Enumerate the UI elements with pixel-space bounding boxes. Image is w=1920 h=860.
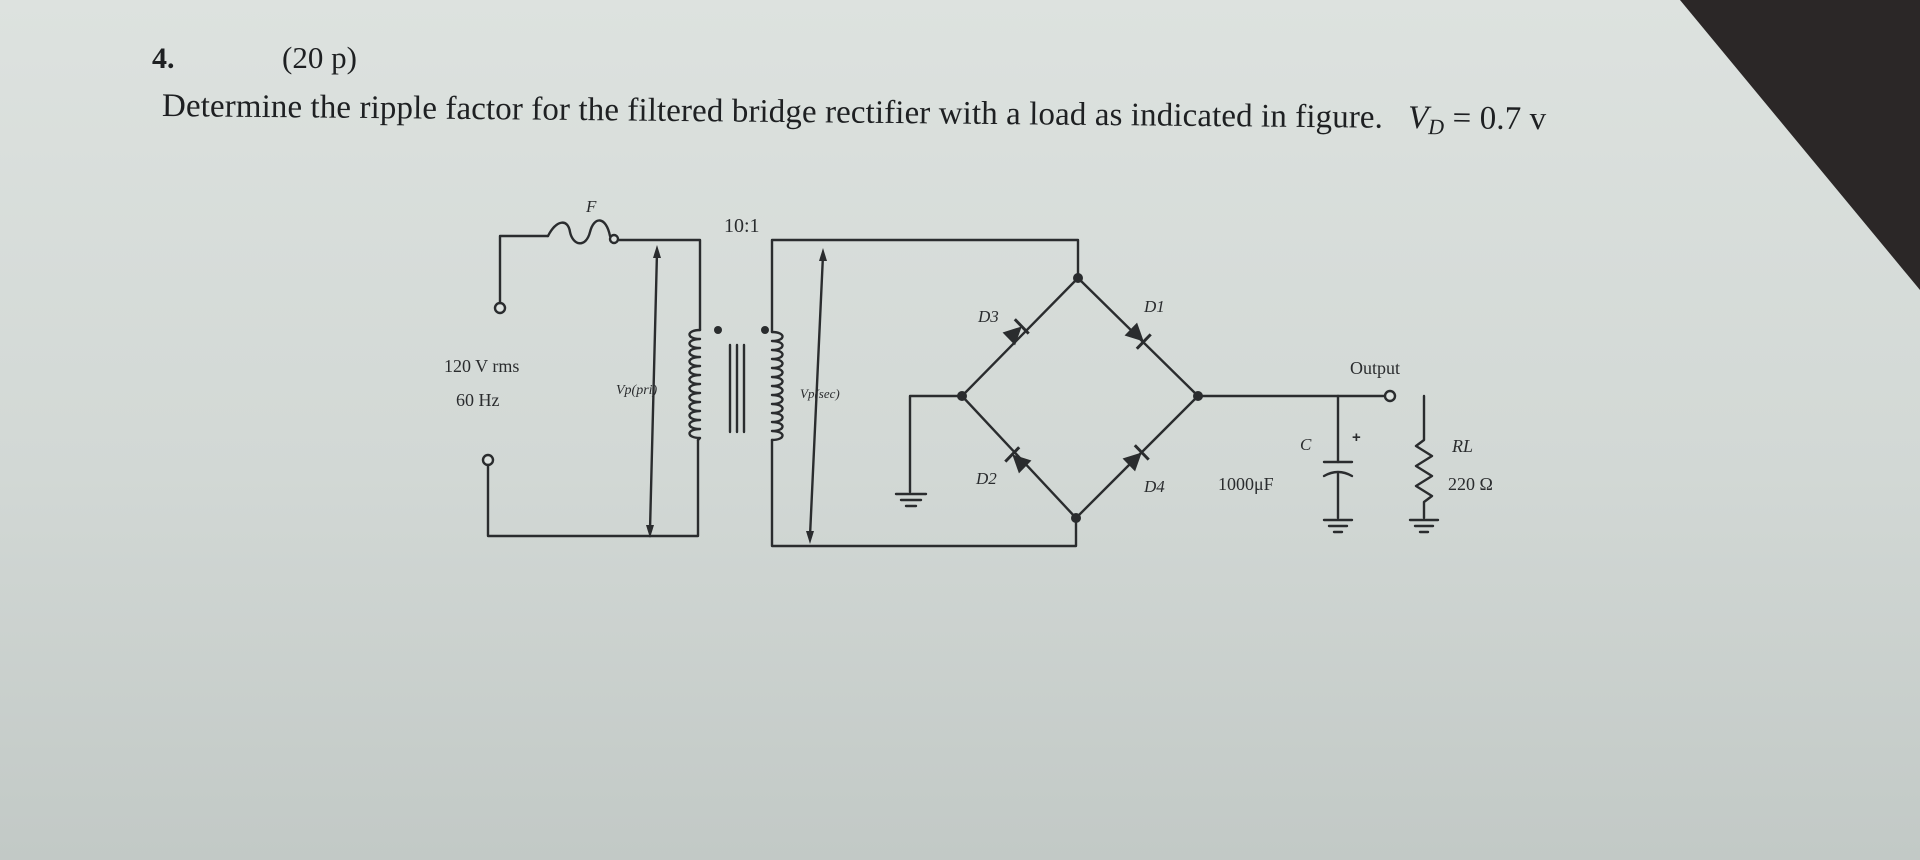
resistor-value-label: 220 Ω (1448, 474, 1493, 494)
source-voltage-label: 120 V rms (444, 356, 519, 376)
secondary-wire-top (770, 238, 1080, 334)
fuse-symbol (546, 219, 612, 245)
primary-voltage-label: Vp(pri) (616, 383, 658, 398)
bridge-node-right (1193, 391, 1203, 401)
fuse-label: F (585, 197, 597, 216)
capacitor-plate-bottom (1322, 470, 1354, 478)
bridge-node-top (1073, 273, 1083, 283)
bridge-node-left (957, 391, 967, 401)
secondary-arrow-head-top (819, 248, 827, 261)
capacitor-label: C (1300, 435, 1312, 454)
source-frequency-label: 60 Hz (456, 390, 500, 410)
primary-voltage-arrow (648, 250, 659, 532)
primary-polarity-dot (714, 326, 722, 334)
primary-coil (688, 328, 702, 442)
secondary-polarity-dot (761, 326, 769, 334)
primary-wire-top (616, 238, 702, 332)
diode-d3-symbol (1002, 318, 1030, 346)
primary-arrow-head-bottom (646, 525, 654, 538)
output-label: Output (1350, 358, 1400, 378)
diode-d2-symbol (1004, 446, 1032, 474)
primary-wire-bottom (486, 438, 700, 538)
source-wire-top (498, 234, 550, 305)
secondary-voltage-arrow (808, 253, 825, 538)
diode-d3-label: D3 (977, 307, 999, 326)
ground-symbol-left (894, 492, 928, 508)
load-resistor (1414, 394, 1434, 520)
capacitor-polarity-label: + (1352, 429, 1361, 446)
diode-d1-label: D1 (1143, 297, 1165, 316)
secondary-voltage-label: Vp(sec) (800, 386, 840, 401)
ground-symbol-resistor (1408, 518, 1440, 534)
diode-d4-label: D4 (1143, 477, 1165, 496)
diode-d1-symbol (1124, 322, 1152, 350)
bridge-node-bottom (1071, 513, 1081, 523)
secondary-arrow-head-bottom (806, 531, 814, 544)
capacitor-value-label: 1000μF (1218, 474, 1274, 494)
diode-d4-symbol (1122, 444, 1150, 472)
question-points: (20 p) (282, 40, 357, 75)
source-terminal-top (493, 301, 507, 315)
resistor-label: RL (1451, 436, 1473, 456)
question-number: 4. (152, 42, 175, 75)
output-terminal (1383, 389, 1397, 403)
turns-ratio-label: 10:1 (724, 215, 760, 237)
source-terminal-bottom (481, 453, 495, 467)
secondary-wire-bottom (770, 438, 1078, 548)
secondary-coil (770, 330, 784, 442)
ground-symbol-capacitor (1322, 518, 1354, 534)
ground-wire-left (908, 394, 964, 494)
fuse-terminal (608, 233, 620, 245)
diode-d2-label: D2 (975, 469, 997, 488)
primary-arrow-head-top (653, 245, 661, 258)
